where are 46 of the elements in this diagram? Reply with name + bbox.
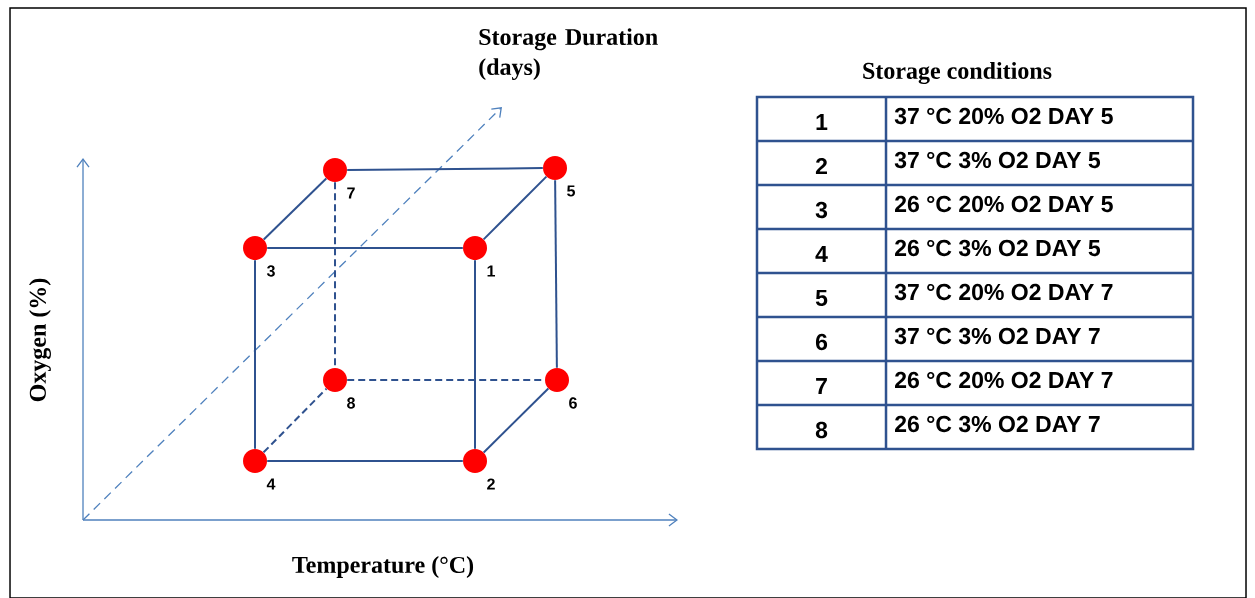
- vertex-dot: [243, 449, 267, 473]
- vertex-dot: [323, 368, 347, 392]
- vertex-number: 7: [347, 187, 355, 199]
- cube-edge: [346, 167, 544, 171]
- cube-edge: [482, 387, 550, 454]
- table-cell: 4: [815, 246, 828, 262]
- vertex-number: 1: [487, 265, 495, 277]
- cube-edge: [266, 460, 464, 462]
- table-cell: 1: [816, 114, 828, 130]
- table-cell: 37 °C 3% O2 DAY 7: [894, 327, 1100, 345]
- cube-edge: [262, 387, 328, 454]
- cube-edge: [554, 179, 558, 369]
- table-cell: 26 °C 3% O2 DAY 5: [895, 239, 1101, 257]
- table-cell: 26 °C 20% O2 DAY 5: [895, 195, 1113, 213]
- vertex-dot: [463, 236, 487, 260]
- vertex-dot: [323, 158, 347, 182]
- vertex-number: 6: [569, 397, 577, 409]
- table-cell: 8: [815, 421, 828, 439]
- cube-edge: [254, 259, 256, 450]
- table-cell: 26 °C 20% O2 DAY 7: [895, 371, 1113, 389]
- table-cell: 2: [815, 158, 827, 175]
- cube-edge: [262, 177, 328, 241]
- cube-edge: [482, 175, 548, 241]
- table-cell: 7: [816, 378, 827, 394]
- vertex-dot: [243, 236, 267, 260]
- table-cell: 3: [815, 201, 828, 219]
- axis-label: Temperature (°C): [292, 556, 474, 578]
- axis-label: Storage Duration (days): [479, 28, 658, 81]
- vertex-number: 2: [487, 478, 495, 490]
- vertex-number: 5: [567, 185, 575, 197]
- vertex-dot: [463, 449, 487, 473]
- table-cell: 37 °C 20% O2 DAY 5: [894, 107, 1113, 125]
- vertex-number: 4: [266, 478, 276, 490]
- vertex-dot: [543, 156, 567, 180]
- table-cell: 37 °C 20% O2 DAY 7: [894, 283, 1113, 301]
- table-cell: 5: [815, 290, 828, 306]
- vertex-number: 3: [266, 265, 275, 277]
- vertex-dot: [545, 368, 569, 392]
- cube-edge: [266, 247, 464, 249]
- cube-edge: [474, 259, 476, 450]
- vertex-number: 8: [347, 397, 355, 409]
- table-heading: Storage conditions: [863, 62, 1052, 84]
- table-cell: 26 °C 3% O2 DAY 7: [895, 415, 1100, 433]
- table-cell: 37 °C 3% O2 DAY 5: [894, 151, 1101, 169]
- axis-label: Oxygen (%): [29, 278, 51, 402]
- table-cell: 6: [815, 333, 828, 351]
